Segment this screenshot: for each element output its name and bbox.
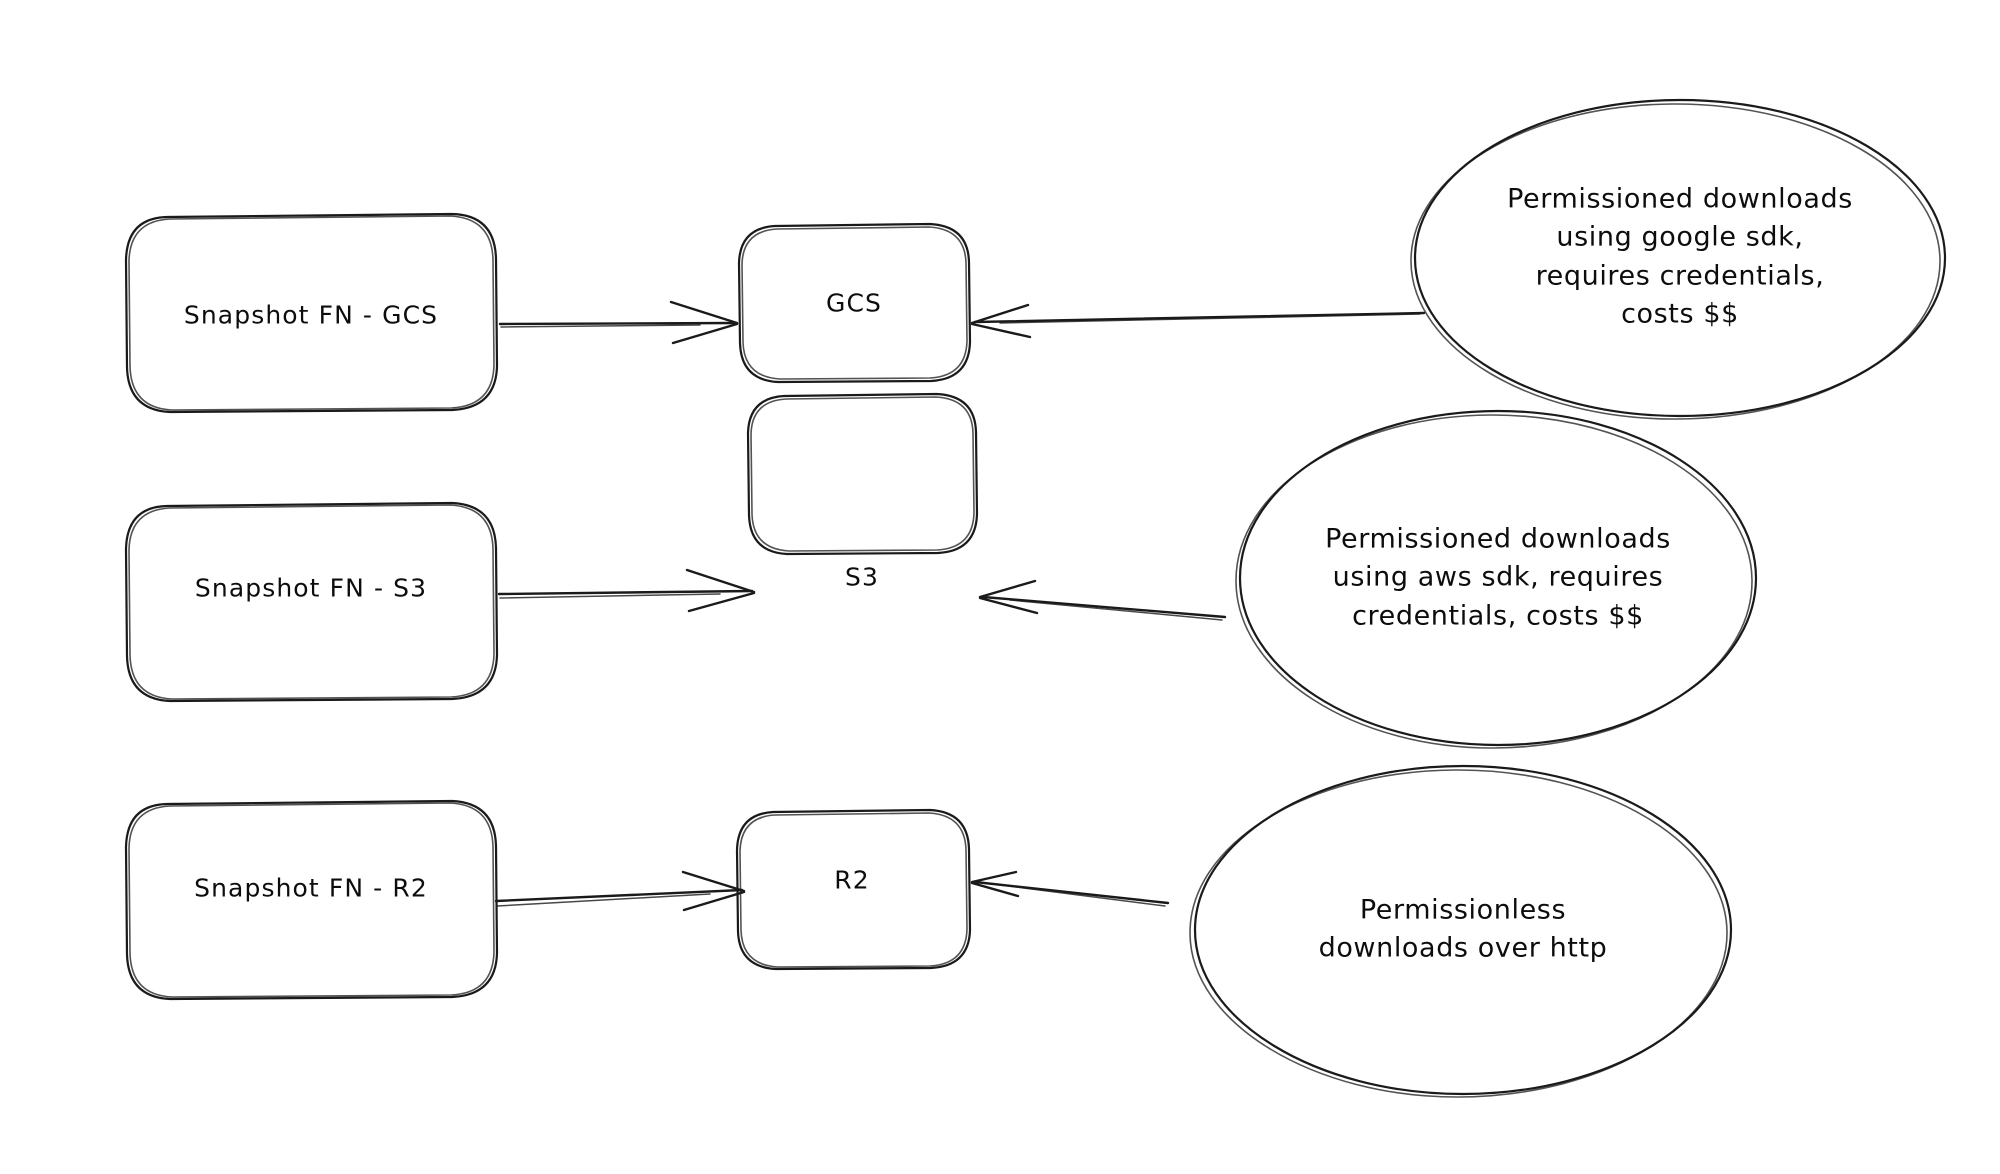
edge-snapshot-s3-to-s3 [497,568,756,613]
note-ellipse-s3-shape [1235,409,1758,749]
note-ellipse-r2-shape [1189,764,1733,1098]
edge-note-gcs-to-gcs [970,303,1426,339]
note-ellipse-gcs-shape [1410,98,1947,420]
source-box-r2-shape [124,799,499,1001]
store-box-gcs-shape [737,222,972,384]
source-box-gcs-shape [124,212,499,414]
store-box-r2-shape [735,808,972,971]
store-box-s3-shape [746,392,979,556]
edge-snapshot-gcs-to-gcs [498,300,739,345]
edge-note-r2-to-r2 [970,870,1170,907]
edge-snapshot-r2-to-r2 [494,870,746,912]
edge-note-s3-to-s3 [978,579,1227,621]
source-box-s3-shape [124,501,499,703]
